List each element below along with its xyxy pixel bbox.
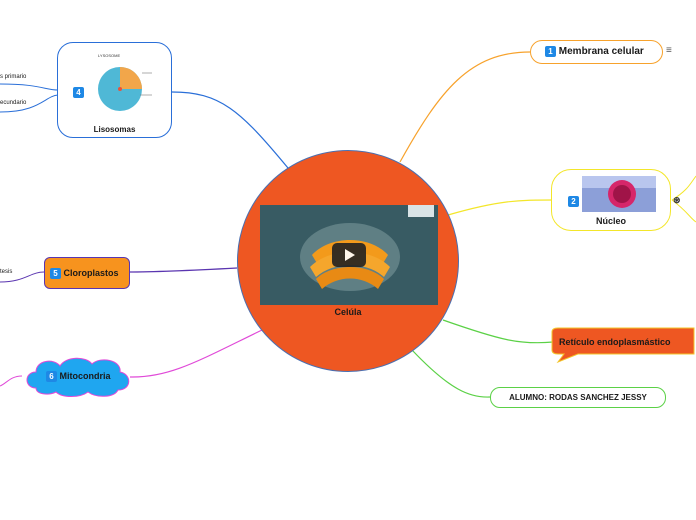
- mitocondria-label: Mitocondria: [59, 371, 111, 381]
- node-membrana-celular[interactable]: 1 Membrana celular: [530, 40, 663, 64]
- node-cloroplastos[interactable]: 5 Cloroplastos: [44, 257, 130, 289]
- note-icon[interactable]: ≡: [666, 45, 672, 56]
- lysosome-image: [90, 51, 160, 115]
- link-reticulo: [442, 319, 554, 344]
- priority-5-badge: 5: [50, 268, 61, 280]
- mitocondria-cloud-shape: [26, 357, 130, 397]
- lysosome-image-title: LYSOSOME: [98, 53, 121, 58]
- priority-1-badge: 1: [545, 45, 556, 57]
- link-icon[interactable]: ⊛: [673, 195, 681, 205]
- node-reticulo-endoplasmastico[interactable]: Retículo endoplasmástico: [559, 337, 671, 347]
- central-topic-label: Celúla: [334, 307, 362, 317]
- node-alumno[interactable]: ALUMNO: RODAS SANCHEZ JESSY: [490, 387, 666, 408]
- play-button[interactable]: [332, 243, 366, 267]
- node-nucleo[interactable]: 2 Núcleo: [551, 169, 671, 231]
- nucleo-label: Núcleo: [595, 216, 626, 226]
- node-lisosomas[interactable]: 4 LYSOSOME Lisosomas: [57, 42, 172, 138]
- link-alumno: [411, 349, 491, 398]
- subnode-fotosintesis[interactable]: tesis: [0, 269, 13, 275]
- node-mitocondria[interactable]: 6 Mitocondria: [46, 371, 111, 383]
- link-cloroplastos: [127, 267, 238, 273]
- lisosomas-label: Lisosomas: [93, 125, 136, 134]
- subnode-lisosoma-secundario[interactable]: ecundario: [0, 100, 27, 106]
- nucleus-image: [582, 176, 656, 212]
- link-nucleo: [447, 199, 553, 216]
- membrana-label: Membrana celular: [558, 46, 644, 57]
- priority-6-badge: 6: [46, 371, 57, 383]
- link-mitocondria: [129, 329, 263, 378]
- subnode-lisosoma-primario[interactable]: s primario: [0, 74, 27, 80]
- central-topic-celula[interactable]: Celúla: [237, 150, 459, 372]
- link-lisosomas: [171, 91, 289, 169]
- golgi-video-thumbnail[interactable]: [260, 205, 438, 305]
- node-reticulo-shape: [551, 327, 695, 364]
- link-membrana: [399, 51, 531, 163]
- priority-4-badge: 4: [73, 87, 84, 98]
- cloroplastos-label: Cloroplastos: [63, 268, 119, 278]
- priority-2-badge: 2: [568, 196, 579, 207]
